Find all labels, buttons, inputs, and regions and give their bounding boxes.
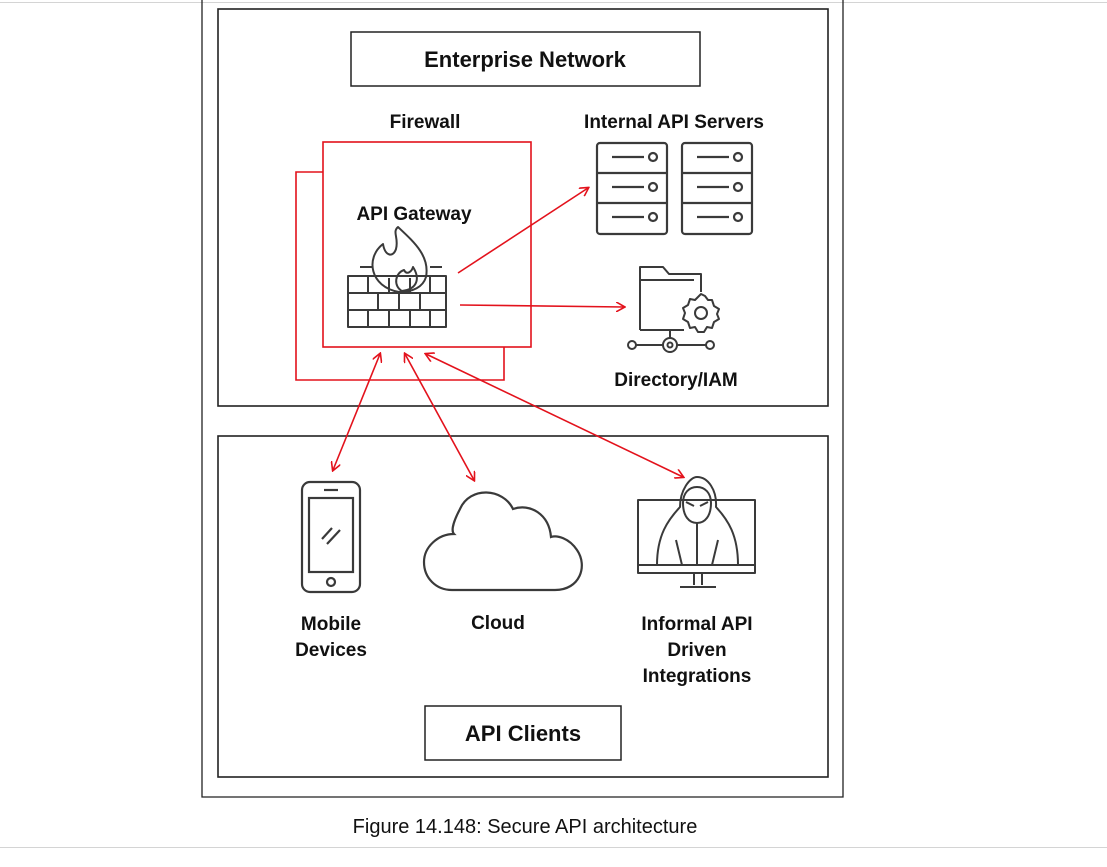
enterprise-network-title: Enterprise Network	[424, 47, 626, 72]
enterprise-network-title-box	[350, 31, 701, 87]
hacker-icon	[637, 476, 756, 588]
bottom-divider	[0, 847, 1107, 848]
integrations-gateway-arrow	[426, 354, 683, 477]
server-icon	[680, 141, 754, 236]
mobile-devices-label-line2: Devices	[295, 640, 367, 661]
cloud-label: Cloud	[471, 613, 525, 634]
server-icon	[595, 141, 669, 236]
informal-api-label-line1: Informal API	[641, 614, 752, 635]
cloud-icon	[422, 491, 583, 592]
mobile-devices-label-line1: Mobile	[301, 614, 361, 635]
api-clients-title-box	[424, 705, 622, 761]
outer-frame	[201, 0, 844, 798]
directory-iam-label: Directory/IAM	[614, 370, 738, 391]
internal-api-servers-label: Internal API Servers	[584, 112, 764, 133]
informal-api-label-line3: Integrations	[643, 666, 752, 687]
gateway-to-servers-arrow	[457, 188, 588, 274]
directory-icon	[627, 266, 720, 353]
api-gateway-box	[322, 141, 532, 348]
figure-caption: Figure 14.148: Secure API architecture	[352, 816, 698, 838]
gateway-to-directory-arrow	[459, 305, 624, 307]
api-clients-title: API Clients	[465, 721, 581, 746]
firewall-label: Firewall	[390, 112, 461, 133]
informal-api-label-line2: Driven	[667, 640, 726, 661]
firewall-icon	[347, 226, 447, 328]
mobile-gateway-arrow	[333, 354, 380, 470]
top-divider	[0, 2, 1107, 3]
phone-icon	[300, 480, 362, 594]
api-gateway-label: API Gateway	[356, 204, 472, 225]
